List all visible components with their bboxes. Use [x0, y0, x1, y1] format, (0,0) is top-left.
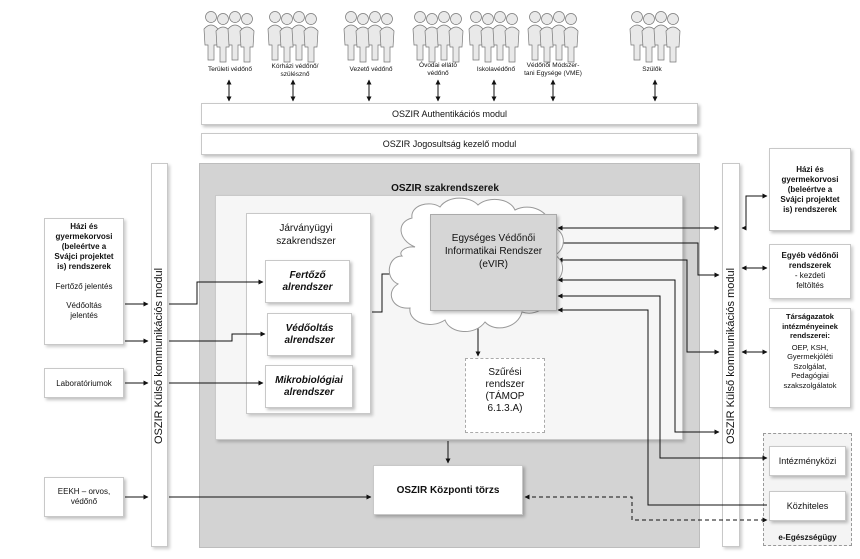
actor-label-korhazi: Kórházi védőnő/ szülésznő	[271, 63, 319, 78]
actor-label-vezeto: Vezető védőnő	[349, 66, 393, 73]
right-other-sub: - kezdeti feltöltés	[794, 271, 826, 290]
actor-label-vme: Védőnői Módszer- tani Egysége (VME)	[524, 62, 582, 77]
rights-module: OSZIR Jogosultság kezelő modul	[201, 133, 698, 155]
right-sector-sub: OEP, KSH, Gyermekjóléti Szolgálat, Pedag…	[783, 342, 837, 390]
left-gp-report-fertozo: Fertőző jelentés	[55, 282, 113, 291]
people-icon	[343, 11, 395, 63]
actor-label-ovodai: Óvodai ellátó védőnő	[419, 62, 457, 77]
left-gp-systems: Házi és gyermekorvosi (beleértve a Svájc…	[44, 218, 124, 345]
people-icon	[468, 11, 520, 63]
auth-module: OSZIR Authentikációs modul	[201, 103, 698, 125]
subsystem-mikrobiologiai: Mikrobiológiai alrendszer	[265, 365, 353, 408]
right-gp-systems: Házi és gyermekorvosi (beleértve a Svájc…	[769, 148, 851, 231]
right-other-title: Egyéb védőnői rendszerek	[781, 251, 839, 270]
left-labs: Laboratóriumok	[44, 368, 124, 398]
epidemic-title: Járványügyi szakrendszer	[276, 223, 336, 247]
core-title: OSZIR szakrendszerek	[391, 183, 499, 194]
subsystem-fertozo: Fertőző alrendszer	[265, 260, 350, 303]
left-gp-title: Házi és gyermekorvosi (beleértve a Svájc…	[54, 222, 114, 271]
left-eekh: EEKH – orvos, védőnő	[44, 477, 124, 517]
people-icon	[267, 11, 319, 63]
comm-module-left	[151, 163, 168, 547]
right-sector-title: Társágazatok intézményeinek rendszerei:	[782, 312, 838, 340]
subsystem-vedooltas: Védőoltás alrendszer	[267, 313, 352, 356]
actor-label-szulok: Szülők	[642, 66, 662, 73]
evir-system: Egységes Védőnői Informatikai Rendszer (…	[430, 214, 557, 311]
people-icon	[412, 11, 464, 63]
actor-label-iskola: Iskolavédőnő	[476, 66, 516, 73]
people-icon	[527, 11, 579, 63]
central-trunk: OSZIR Központi törzs	[373, 465, 523, 515]
ehealth-authentic: Közhiteles	[769, 491, 846, 521]
ehealth-label: e-Egészségügy	[778, 533, 837, 542]
actor-label-teruleti: Területi védőnő	[207, 66, 253, 73]
people-icon	[629, 11, 681, 63]
left-gp-report-vedooltas: Védőoltás jelentés	[66, 301, 102, 320]
right-other-systems: Egyéb védőnői rendszerek - kezdeti feltö…	[769, 244, 851, 299]
people-icon	[203, 11, 255, 63]
ehealth-institutional: Intézményközi	[769, 446, 846, 476]
screening-system: Szűrési rendszer (TÁMOP 6.1.3.A)	[465, 358, 545, 433]
right-sector-systems: Társágazatok intézményeinek rendszerei: …	[769, 308, 851, 408]
